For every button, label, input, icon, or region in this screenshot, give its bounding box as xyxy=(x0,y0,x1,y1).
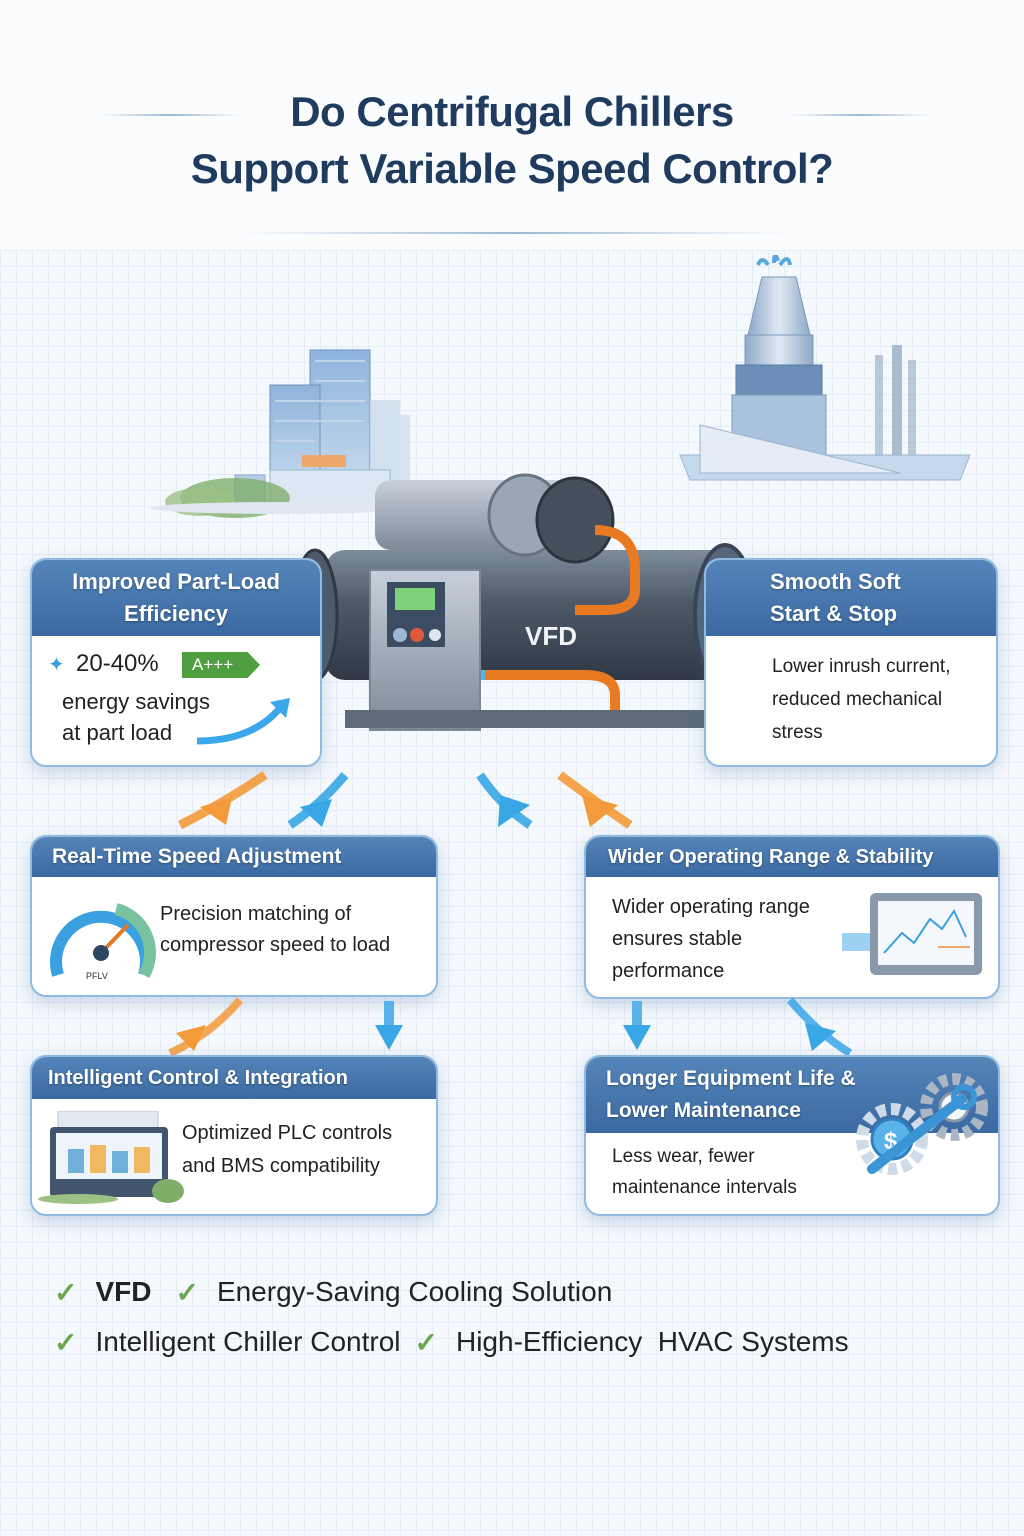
card-title-line1: Longer Equipment Life & xyxy=(606,1067,856,1090)
title-rule-right xyxy=(790,114,930,116)
card-body-line3: performance xyxy=(612,960,725,982)
sparkle-icon: ✦ xyxy=(48,654,65,676)
flow-arrows-top xyxy=(177,771,633,830)
title-underline xyxy=(240,232,790,234)
card-wider-operating-range: Wider Operating Range & Stability Wider … xyxy=(584,835,1000,999)
gear-wrench-dollar-icon: $ xyxy=(856,1073,988,1175)
check-icon: ✓ xyxy=(175,1276,199,1308)
card-title-line2: Start & Stop xyxy=(770,601,898,626)
card-title-line1: Improved Part-Load xyxy=(72,569,280,594)
card-body-line2: and BMS compatibility xyxy=(182,1155,380,1177)
card-body-line3: stress xyxy=(772,722,823,743)
header xyxy=(0,0,1024,250)
card-body-line1: Precision matching of xyxy=(160,903,352,925)
card-body-line1: Lower inrush current, xyxy=(772,656,951,677)
card-body-line1: Wider operating range xyxy=(612,896,810,918)
control-panel-icon xyxy=(38,1111,184,1204)
checklist-item-high-efficiency: High-Efficiency HVAC Systems xyxy=(455,1326,849,1357)
card-intelligent-control: Intelligent Control & Integration Optimi… xyxy=(30,1055,438,1216)
gauge-label: PFLV xyxy=(86,971,108,981)
chiller-machine-illustration: VFD xyxy=(291,473,755,731)
checklist: ✓ VFD ✓ Energy-Saving Cooling Solution ✓… xyxy=(54,1274,849,1360)
flow-arrows-bottom xyxy=(168,997,853,1055)
checklist-item-vfd: VFD xyxy=(95,1276,152,1307)
gauge-icon: PFLV xyxy=(50,903,156,981)
checklist-item-energy-saving: Energy-Saving Cooling Solution xyxy=(216,1276,613,1307)
energy-rating-badge: A+++ xyxy=(182,652,260,678)
card-title: Real-Time Speed Adjustment xyxy=(32,837,436,877)
title-rule-left xyxy=(100,114,240,116)
card-real-time-speed-adjustment: Real-Time Speed Adjustment PFLV Precisio… xyxy=(30,835,438,997)
card-title: Wider Operating Range & Stability xyxy=(586,837,998,877)
checklist-item-intelligent-control: Intelligent Chiller Control xyxy=(95,1326,401,1357)
card-body-line2: ensures stable xyxy=(612,928,743,950)
card-soft-start-stop: Smooth Soft Start & Stop Lower inrush cu… xyxy=(704,558,998,767)
savings-stat: 20-40% xyxy=(76,650,159,677)
card-body-line2: compressor speed to load xyxy=(160,934,391,956)
card-body-line2: maintenance intervals xyxy=(612,1177,797,1198)
cooling-tower-illustration xyxy=(679,255,971,481)
card-body-line1: Optimized PLC controls xyxy=(182,1122,393,1144)
card-body-line2: reduced mechanical xyxy=(772,689,943,710)
monitor-chart-icon xyxy=(842,893,982,975)
check-icon: ✓ xyxy=(414,1326,438,1358)
card-title: Intelligent Control & Integration xyxy=(32,1057,436,1099)
efficiency-arrow-icon xyxy=(196,698,290,745)
card-body-line2: at part load xyxy=(62,720,173,745)
check-icon: ✓ xyxy=(54,1276,78,1308)
check-icon: ✓ xyxy=(54,1326,78,1358)
page-title-line2: Support Variable Speed Control? xyxy=(190,145,834,192)
card-title-line2: Efficiency xyxy=(124,601,228,626)
card-title-line2: Lower Maintenance xyxy=(606,1099,801,1122)
vfd-label: VFD xyxy=(525,621,577,651)
card-body-line1: Less wear, fewer xyxy=(612,1146,755,1167)
card-body-line1: energy savings xyxy=(62,689,210,714)
page-title-line1: Do Centrifugal Chillers xyxy=(290,88,734,135)
card-equipment-life: Longer Equipment Life & Lower Maintenanc… xyxy=(584,1055,1000,1216)
card-part-load-efficiency: Improved Part-Load Efficiency ✦ 20-40% A… xyxy=(30,558,322,767)
card-title-line1: Smooth Soft xyxy=(770,569,901,594)
